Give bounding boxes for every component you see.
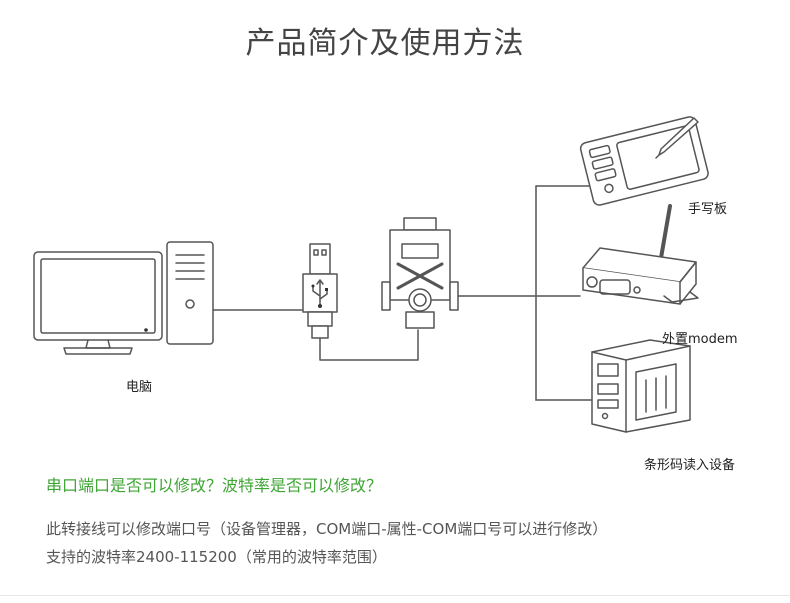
barcode-label: 条形码读入设备: [644, 458, 736, 473]
page-title: 产品简介及使用方法: [245, 26, 525, 61]
stylus-pen-icon: [655, 117, 699, 159]
bottom-divider: [0, 595, 790, 596]
modem-label: 外置modem: [662, 332, 738, 347]
pc-tower-icon: [166, 241, 214, 345]
description-line-2: 支持的波特率2400-115200（常用的波特率范围）: [46, 548, 387, 566]
barcode-device-icon: [591, 339, 691, 433]
description-line-1: 此转接线可以修改端口号（设备管理器，COM端口-属性-COM端口号可以进行修改）: [46, 520, 608, 538]
tablet-label: 手写板: [688, 202, 728, 217]
computer-label: 电脑: [126, 380, 153, 395]
connection-diagram: [33, 116, 709, 433]
usb-db9-cable: [319, 329, 419, 361]
faq-question: 串口端口是否可以修改？波特率是否可以修改？: [46, 476, 383, 495]
modem-icon: [582, 204, 699, 305]
db9-connector-icon: [381, 217, 459, 329]
monitor-icon: [33, 251, 163, 355]
device-bus-lines: [457, 185, 595, 401]
usb-plug-icon: [302, 243, 338, 339]
